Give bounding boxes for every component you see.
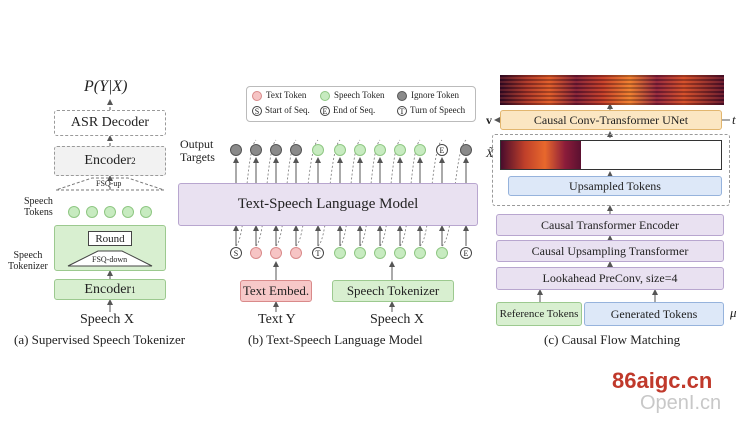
speech-token-a5 [140,206,152,218]
legend-text-token-icon [252,91,262,101]
legend-ignore-token-icon [397,91,407,101]
legend-ignore-token-label: Ignore Token [411,90,459,100]
input-speech-token-6 [436,247,448,259]
input-speech-token-1 [334,247,346,259]
causal-encoder-label: Causal Transformer Encoder [541,217,679,232]
asr-decoder-box: ASR Decoder [54,110,166,136]
panel-b-caption: (b) Text-Speech Language Model [248,332,423,347]
speech-tokenizer-b-box: Speech Tokenizer [332,280,454,302]
input-start-seq-token: S [230,247,242,259]
output-ignore-token-1 [230,144,242,156]
input-text-token-2 [270,247,282,259]
legend-speech-token-label: Speech Token [334,90,385,100]
lookahead-label: Lookahead PreConv, size=4 [542,271,678,285]
speech-token-a1 [68,206,80,218]
input-speech-token-5 [414,247,426,259]
speech-token-a2 [86,206,98,218]
speech-tokenizer-label: Speech Tokenizer [8,250,48,272]
output-speech-token-3 [354,144,366,156]
target-spectrogram [500,75,724,105]
causal-upsampling-box: Causal Upsampling Transformer [496,240,724,262]
round-box: Round [88,231,132,246]
output-end-seq-token: E [436,144,448,156]
asr-decoder-label: ASR Decoder [70,115,150,130]
legend-start-seq-label: Start of Seq. [265,105,310,115]
output-speech-token-5 [394,144,406,156]
legend-text-token-label: Text Token [266,90,307,100]
text-speech-lm-label: Text-Speech Language Model [237,196,419,212]
round-label: Round [95,232,125,245]
fsq-up-shape [55,177,165,191]
encoder2-subscript: 2 [131,156,136,166]
reference-tokens-box: Reference Tokens [496,302,582,326]
output-speech-token-1 [312,144,324,156]
generated-tokens-label: Generated Tokens [610,306,698,321]
input-end-seq-token: E [460,247,472,259]
output-ignore-token-4 [290,144,302,156]
upsampled-tokens-label: Upsampled Tokens [569,178,661,193]
x-tilde-label: X̃ [486,146,494,160]
input-speech-token-4 [394,247,406,259]
speech-tokenizer-b-label: Speech Tokenizer [346,283,440,298]
input-speech-token-3 [374,247,386,259]
output-speech-token-4 [374,144,386,156]
unet-label: Causal Conv-Transformer UNet [533,112,689,127]
target-spectrogram-overlay [500,75,724,105]
legend-box [246,86,476,122]
input-speech-token-2 [354,247,366,259]
masked-spectrogram-fill [501,141,581,169]
text-speech-lm-box: Text-Speech Language Model [178,183,478,226]
output-ignore-token-5 [460,144,472,156]
panel-c-caption: (c) Causal Flow Matching [544,332,681,347]
legend-turn-speech-label: Turn of Speech [410,105,466,115]
panel-a-input-label: Speech X [80,312,135,327]
legend-end-seq-label: End of Seq. [333,105,376,115]
input-turn-speech-token: T [312,247,324,259]
fsq-up-label: FSQ-up [96,179,122,188]
text-embed-box: Text Embed. [240,280,312,302]
legend-turn-speech-icon: T [397,106,407,116]
fsq-down-shape [67,250,153,267]
speech-input-label: Speech X [370,312,425,327]
legend-start-seq-icon: S [252,106,262,116]
output-ignore-token-3 [270,144,282,156]
encoder1-label: Encoder [84,281,132,297]
text-input-label: Text Y [258,312,296,327]
encoder2-label: Encoder [84,153,132,168]
output-speech-token-2 [334,144,346,156]
lookahead-box: Lookahead PreConv, size=4 [496,267,724,290]
panel-a-output-label: P(Y|X) [84,78,128,95]
watermark-line2: OpenI.cn [640,392,722,414]
fsq-down-label: FSQ-down [92,255,128,264]
mu-label: μ [730,305,737,320]
unet-box: Causal Conv-Transformer UNet [500,110,722,130]
speech-token-a3 [104,206,116,218]
legend-end-seq-icon: E [320,106,330,116]
panel-a-caption: (a) Supervised Speech Tokenizer [14,332,186,347]
v-output-label: v [486,113,492,127]
upsampled-tokens-box: Upsampled Tokens [508,176,722,196]
encoder1-subscript: 1 [131,284,136,295]
conditioning-region [492,134,730,206]
causal-upsampling-label: Causal Upsampling Transformer [531,243,689,258]
speech-tokens-label: Speech Tokens [24,196,53,218]
text-embed-label: Text Embed. [242,283,310,298]
watermark-line1: 86aigc.cn [612,368,713,393]
generated-tokens-box: Generated Tokens [584,302,724,326]
output-targets-label: Output Targets [180,137,215,164]
legend-speech-token-icon [320,91,330,101]
input-text-token-3 [290,247,302,259]
t-input-label: t [732,112,736,127]
output-ignore-token-2 [250,144,262,156]
reference-tokens-label: Reference Tokens [499,308,579,320]
speech-token-a4 [122,206,134,218]
input-text-token-1 [250,247,262,259]
causal-encoder-box: Causal Transformer Encoder [496,214,724,236]
output-speech-token-6 [414,144,426,156]
